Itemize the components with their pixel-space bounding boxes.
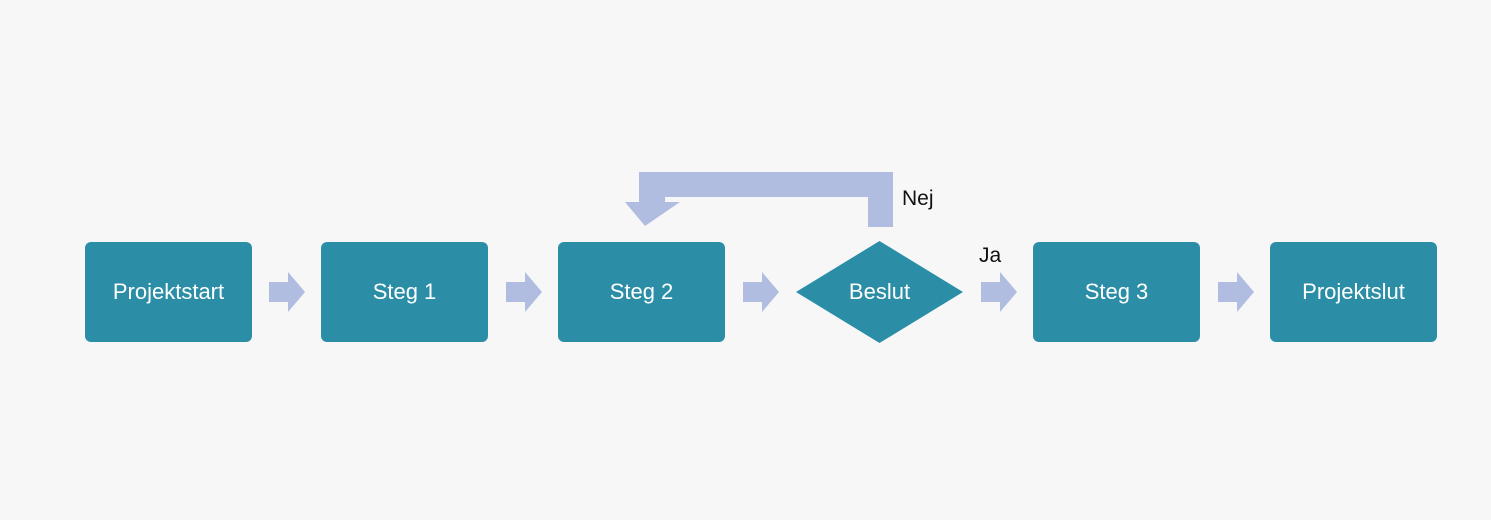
diamond-shape [796, 241, 963, 343]
arrow-right-icon [1218, 272, 1254, 312]
arrow-right-icon [981, 272, 1017, 312]
node-projektslut: Projektslut [1270, 242, 1437, 342]
branch-label-no: Nej [902, 187, 934, 210]
node-steg-1: Steg 1 [321, 242, 488, 342]
node-steg-3: Steg 3 [1033, 242, 1200, 342]
branch-label-yes: Ja [979, 244, 1002, 267]
loop-back-arrow-icon [625, 172, 893, 227]
decision-label: Beslut [848, 279, 911, 304]
decision-beslut: Beslut [796, 241, 963, 343]
node-label: Steg 3 [1084, 279, 1149, 304]
node-projektstart: Projektstart [85, 242, 252, 342]
arrow-right-icon [506, 272, 542, 312]
node-label: Projektslut [1302, 279, 1405, 304]
node-label: Projektstart [112, 279, 225, 304]
node-label: Steg 2 [609, 279, 674, 304]
arrow-right-icon [743, 272, 779, 312]
node-label: Steg 1 [372, 279, 437, 304]
node-steg-2: Steg 2 [558, 242, 725, 342]
arrow-right-icon [269, 272, 305, 312]
